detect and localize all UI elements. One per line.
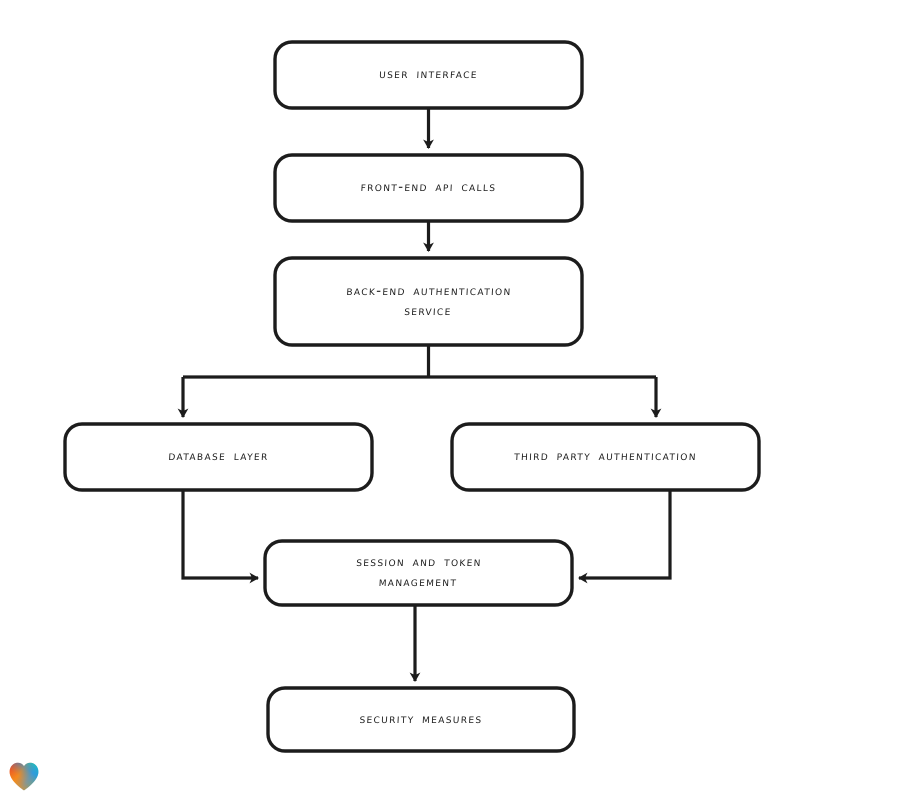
- edge-lines: [177, 108, 672, 682]
- edge-thirdparty-to-session: [578, 490, 672, 584]
- node-box-third-party-authentication[interactable]: [450, 422, 761, 492]
- node-box-back-end-authentication-service[interactable]: [273, 256, 584, 347]
- node-box-security-measures[interactable]: [266, 686, 576, 753]
- node-box-user-interface[interactable]: [273, 40, 584, 110]
- node-box-front-end-api-calls[interactable]: [273, 153, 584, 223]
- edge-database-to-session: [181, 490, 259, 584]
- node-shapes: [63, 40, 761, 753]
- gradient-heart-icon[interactable]: [8, 761, 40, 792]
- node-box-session-and-token-management[interactable]: [263, 539, 574, 607]
- heart-svg: [9, 762, 39, 791]
- node-box-database-layer[interactable]: [63, 422, 374, 492]
